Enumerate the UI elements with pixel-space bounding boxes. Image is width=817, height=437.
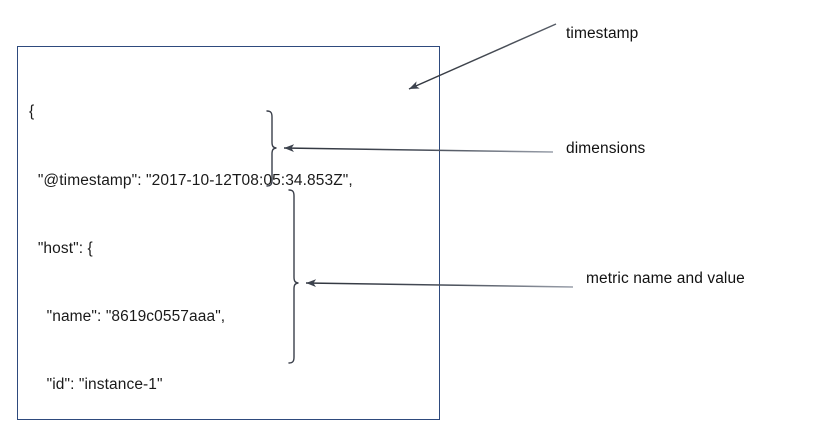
json-line-host-name: "name": "8619c0557aaa", <box>29 307 226 325</box>
json-line-timestamp: "@timestamp": "2017-10-12T08:05:34.853Z"… <box>29 171 353 189</box>
json-document-text: { "@timestamp": "2017-10-12T08:05:34.853… <box>29 56 429 437</box>
json-line-host-open: "host": { <box>29 239 93 257</box>
annotation-label-metric: metric name and value <box>586 270 745 287</box>
annotation-label-timestamp: timestamp <box>566 25 639 42</box>
json-line: { <box>29 103 35 121</box>
json-document-box <box>17 46 440 420</box>
json-line-host-id: "id": "instance-1" <box>29 375 163 393</box>
annotation-label-dimensions: dimensions <box>566 140 646 157</box>
